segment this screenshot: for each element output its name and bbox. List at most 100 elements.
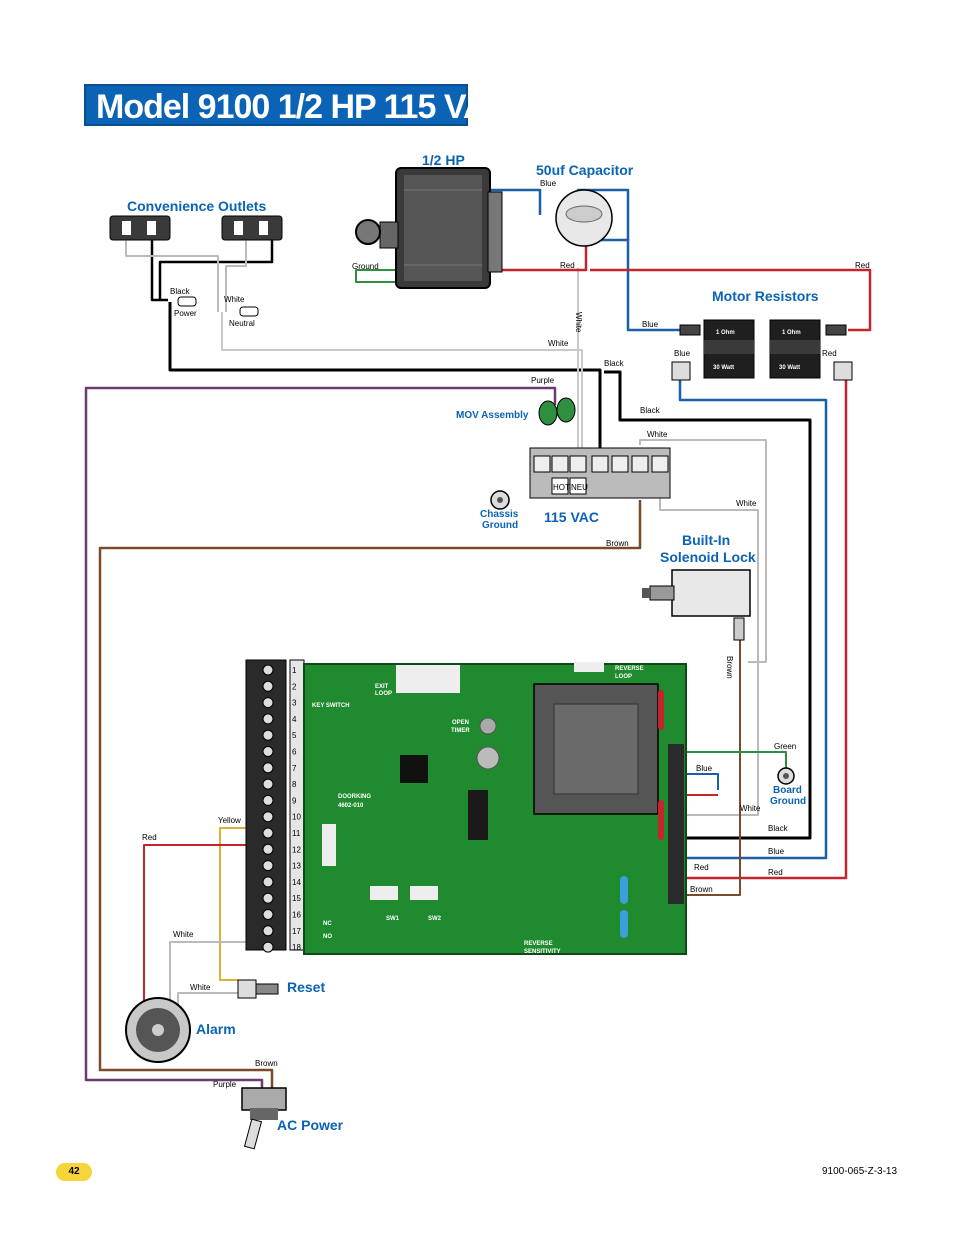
board-terminal-screw — [262, 811, 274, 823]
label-alarm: Alarm — [196, 1021, 236, 1037]
wire-label-black-res: Black — [640, 406, 661, 415]
board-terminal-screw — [262, 729, 274, 741]
pcb-reverse-sens-1: REVERSE — [524, 941, 553, 947]
terminal-neu: NEU — [571, 483, 588, 492]
wire-label-red-left: Red — [142, 833, 157, 842]
wire-label-purple-switch: Purple — [213, 1080, 237, 1089]
wire-green — [680, 751, 787, 772]
board-terminal-screw — [262, 762, 274, 774]
mov-assembly — [538, 397, 576, 426]
wire-outlet-black — [150, 238, 274, 302]
wire-label-blue-board2: Blue — [768, 847, 785, 856]
board-terminal-number: 2 — [292, 682, 297, 691]
wire-label-yellow: Yellow — [218, 816, 241, 825]
board-terminal-screw — [262, 794, 274, 806]
pcb-labels: DOORKING 4602-010 KEY SWITCH EXIT LOOP O… — [312, 666, 644, 955]
wire-outlet-power — [168, 302, 602, 455]
wire-label-outlet-black: Black — [170, 287, 191, 296]
convenience-outlets — [109, 215, 283, 241]
wire-label-red-top: Red — [855, 261, 870, 270]
resistor-labels: 1 Ohm 30 Watt 1 Ohm 30 Watt — [713, 330, 801, 371]
board-terminal-number: 15 — [292, 894, 301, 903]
board-terminal-number: 3 — [292, 699, 297, 708]
wire-label-black-run: Black — [604, 359, 625, 368]
ac-power-switch — [241, 1087, 287, 1150]
board-terminal-number: 16 — [292, 911, 301, 920]
board-terminal-screw — [262, 843, 274, 855]
label-outlets: Convenience Outlets — [127, 198, 266, 214]
label-board-ground-1: Board — [773, 785, 802, 796]
pcb-sw2: SW2 — [428, 916, 442, 922]
pcb-open-timer-1: OPEN — [452, 720, 469, 726]
pcb-reverse-loop-1: REVERSE — [615, 666, 644, 672]
wire-label-res-blue-left: Blue — [642, 320, 659, 329]
terminal-block-labels: HOT NEU — [553, 483, 588, 492]
board-terminal-screw — [262, 680, 274, 692]
wire-label-cap-red: Red — [560, 261, 575, 270]
pcb-part: 4602-010 — [338, 803, 364, 809]
label-chassis-ground-2: Ground — [482, 520, 518, 531]
pcb-open-timer-2: TIMER — [451, 728, 470, 734]
pcb-exit-loop-2: LOOP — [375, 691, 392, 697]
pcb-sw1: SW1 — [386, 916, 400, 922]
wire-label-ground: Ground — [352, 262, 379, 271]
chassis-ground-stud — [490, 490, 510, 510]
page-title: Model 9100 1/2 HP 115 VAC — [96, 88, 511, 126]
label-board-ground-2: Ground — [770, 796, 806, 807]
board-terminal-screw — [262, 892, 274, 904]
label-solenoid-1: Built-In — [682, 532, 730, 548]
label-chassis-ground-1: Chassis — [480, 509, 519, 520]
wire-label-white-left: White — [173, 930, 194, 939]
wire-purple — [84, 386, 557, 1090]
wire-res-red — [680, 372, 848, 880]
wire-label-blue-board: Blue — [696, 764, 713, 773]
wire-label-outlet-white: White — [224, 295, 245, 304]
label-motor: 1/2 HP — [422, 152, 465, 168]
board-terminal-number: 18 — [292, 943, 301, 952]
wire-label-res-blue-down: Blue — [674, 349, 691, 358]
wire-label-white-reset: White — [190, 983, 211, 992]
wire-label-purple-run: Purple — [531, 376, 555, 385]
board-ground-stud — [777, 767, 795, 785]
board-terminal-screw — [262, 664, 274, 676]
wire-label-white-run: White — [548, 339, 569, 348]
wire-ground — [355, 269, 398, 283]
reset-button — [237, 979, 279, 999]
page-title-banner: Model 9100 1/2 HP 115 VAC — [84, 84, 511, 126]
board-terminal-screw — [262, 697, 274, 709]
board-terminal-number: 1 — [292, 666, 297, 675]
board-terminal-number: 11 — [292, 829, 301, 838]
control-board — [245, 659, 687, 955]
board-terminal-number: 5 — [292, 731, 297, 740]
label-capacitor: 50uf Capacitor — [536, 162, 634, 178]
wire-red-left — [143, 844, 264, 1005]
wire-label-red-board: Red — [694, 863, 709, 872]
wire-brown-run — [98, 500, 642, 1090]
wire-label-outlet-neutral: Neutral — [229, 319, 255, 328]
board-terminal-screw — [262, 827, 274, 839]
wire-label-cap-blue: Blue — [540, 179, 557, 188]
resistor-2-ohm: 1 Ohm — [782, 330, 801, 336]
label-mov: MOV Assembly — [456, 410, 529, 421]
board-terminal-number: 4 — [292, 715, 297, 724]
wire-label-black-board: Black — [768, 824, 789, 833]
pcb-model: DOORKING — [338, 794, 371, 800]
wire-label-green: Green — [774, 742, 796, 751]
wire-label-red-board2: Red — [768, 868, 783, 877]
wire-label-white-res: White — [647, 430, 668, 439]
wire-cap-red — [488, 240, 588, 272]
pcb-no: NO — [323, 934, 332, 940]
wire-blue-board — [680, 773, 719, 790]
wire-label-brown-run: Brown — [606, 539, 629, 548]
wire-red-top — [590, 268, 872, 332]
label-115-vac: 115 VAC — [544, 509, 599, 525]
board-terminal-screw — [262, 713, 274, 725]
board-terminal-screw — [262, 746, 274, 757]
board-terminal-number: 6 — [292, 748, 297, 757]
wire-yellow — [219, 827, 264, 981]
terminal-block-115vac — [529, 447, 671, 499]
wire-label-brown-switch: Brown — [255, 1059, 278, 1068]
pcb-nc: NC — [323, 921, 332, 927]
